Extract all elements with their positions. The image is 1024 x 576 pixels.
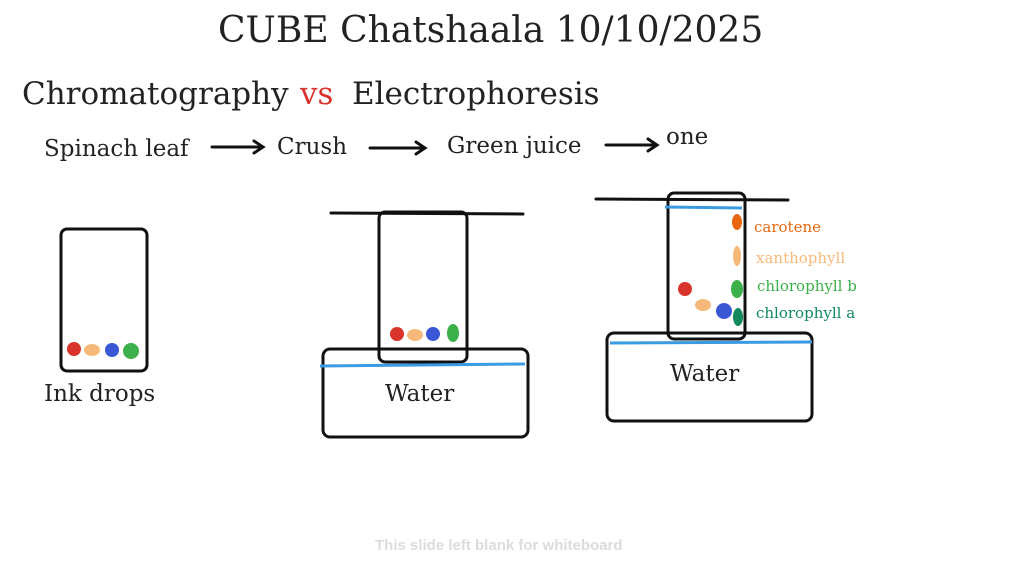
heading-vs: vs <box>300 76 334 112</box>
arrow-icon <box>604 137 660 153</box>
arrow-icon <box>368 140 428 156</box>
paper-strip-2 <box>377 210 469 364</box>
flow-step-crush: Crush <box>277 134 348 160</box>
water-line-1 <box>319 362 526 368</box>
paper-strip-3 <box>666 191 747 341</box>
slide-title: CUBE Chatshaala 10/10/2025 <box>218 10 764 51</box>
ink-drops-label: Ink drops <box>44 381 156 407</box>
heading-electrophoresis: Electrophoresis <box>352 76 600 112</box>
heading-chromatography: Chromatography <box>22 76 289 112</box>
water-label-1: Water <box>385 381 455 407</box>
pigment-label-carotene: carotene <box>754 218 821 236</box>
water-label-2: Water <box>670 361 740 387</box>
flow-step-spinach: Spinach leaf <box>44 136 189 162</box>
pigment-label-xanthophyll: xanthophyll <box>756 249 846 267</box>
flow-step-green-juice: Green juice <box>447 133 582 159</box>
arrow-icon <box>210 139 266 155</box>
pigment-label-chlorophyll-a: chlorophyll a <box>756 304 856 322</box>
water-container-1 <box>321 347 530 439</box>
footer-note: This slide left blank for whiteboard <box>375 537 623 554</box>
paper-strip-ink <box>59 227 149 373</box>
flow-step-one: one <box>666 124 709 150</box>
solvent-front <box>664 205 743 210</box>
water-container-2 <box>605 331 814 423</box>
pigment-label-chlorophyll-b: chlorophyll b <box>757 277 857 295</box>
water-line-2 <box>609 340 813 345</box>
